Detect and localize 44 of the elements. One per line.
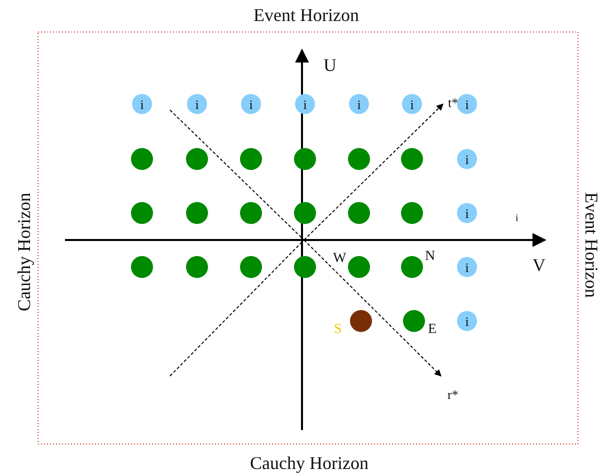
grid-point <box>403 310 425 332</box>
grid-point-marker: i <box>187 94 207 114</box>
grid-point-marker: i <box>295 94 315 114</box>
grid-point <box>131 202 153 224</box>
border-label: Event Horizon <box>254 6 359 24</box>
grid-point <box>294 202 316 224</box>
grid-point-marker: i <box>457 149 477 169</box>
point-label: i <box>516 214 518 224</box>
grid-point <box>401 256 423 278</box>
direction-label: t* <box>448 96 458 108</box>
direction-label: r* <box>448 388 458 400</box>
grid-point <box>186 256 208 278</box>
axis-label: U <box>324 56 336 74</box>
grid-point <box>186 202 208 224</box>
point-label: W <box>333 252 346 266</box>
grid-point <box>348 202 370 224</box>
grid-point <box>131 256 153 278</box>
grid-point <box>240 202 262 224</box>
grid-point <box>348 148 370 170</box>
grid-point <box>294 256 316 278</box>
grid-point-marker: i <box>132 94 152 114</box>
grid-point <box>240 148 262 170</box>
grid-point <box>401 202 423 224</box>
point-label: N <box>425 250 436 264</box>
grid-point-marker: i <box>402 94 422 114</box>
grid-point <box>350 310 372 332</box>
point-label: E <box>428 323 437 337</box>
grid-point-marker: i <box>241 94 261 114</box>
grid-point-marker: i <box>457 94 477 114</box>
grid-point <box>294 148 316 170</box>
axis-label: V <box>532 256 546 274</box>
border-label: Event Horizon <box>582 192 600 298</box>
grid-point-marker: i <box>457 257 477 277</box>
grid-point <box>131 148 153 170</box>
grid-point-marker: i <box>457 311 477 331</box>
grid-point <box>186 148 208 170</box>
border-label: Cauchy Horizon <box>250 454 368 472</box>
grid-point-marker: i <box>349 94 369 114</box>
grid-point-marker: i <box>457 203 477 223</box>
border-label: Cauchy Horizon <box>15 192 34 312</box>
grid-point <box>348 256 370 278</box>
grid-point <box>240 256 262 278</box>
grid-point <box>401 148 423 170</box>
point-label: S <box>334 323 342 337</box>
